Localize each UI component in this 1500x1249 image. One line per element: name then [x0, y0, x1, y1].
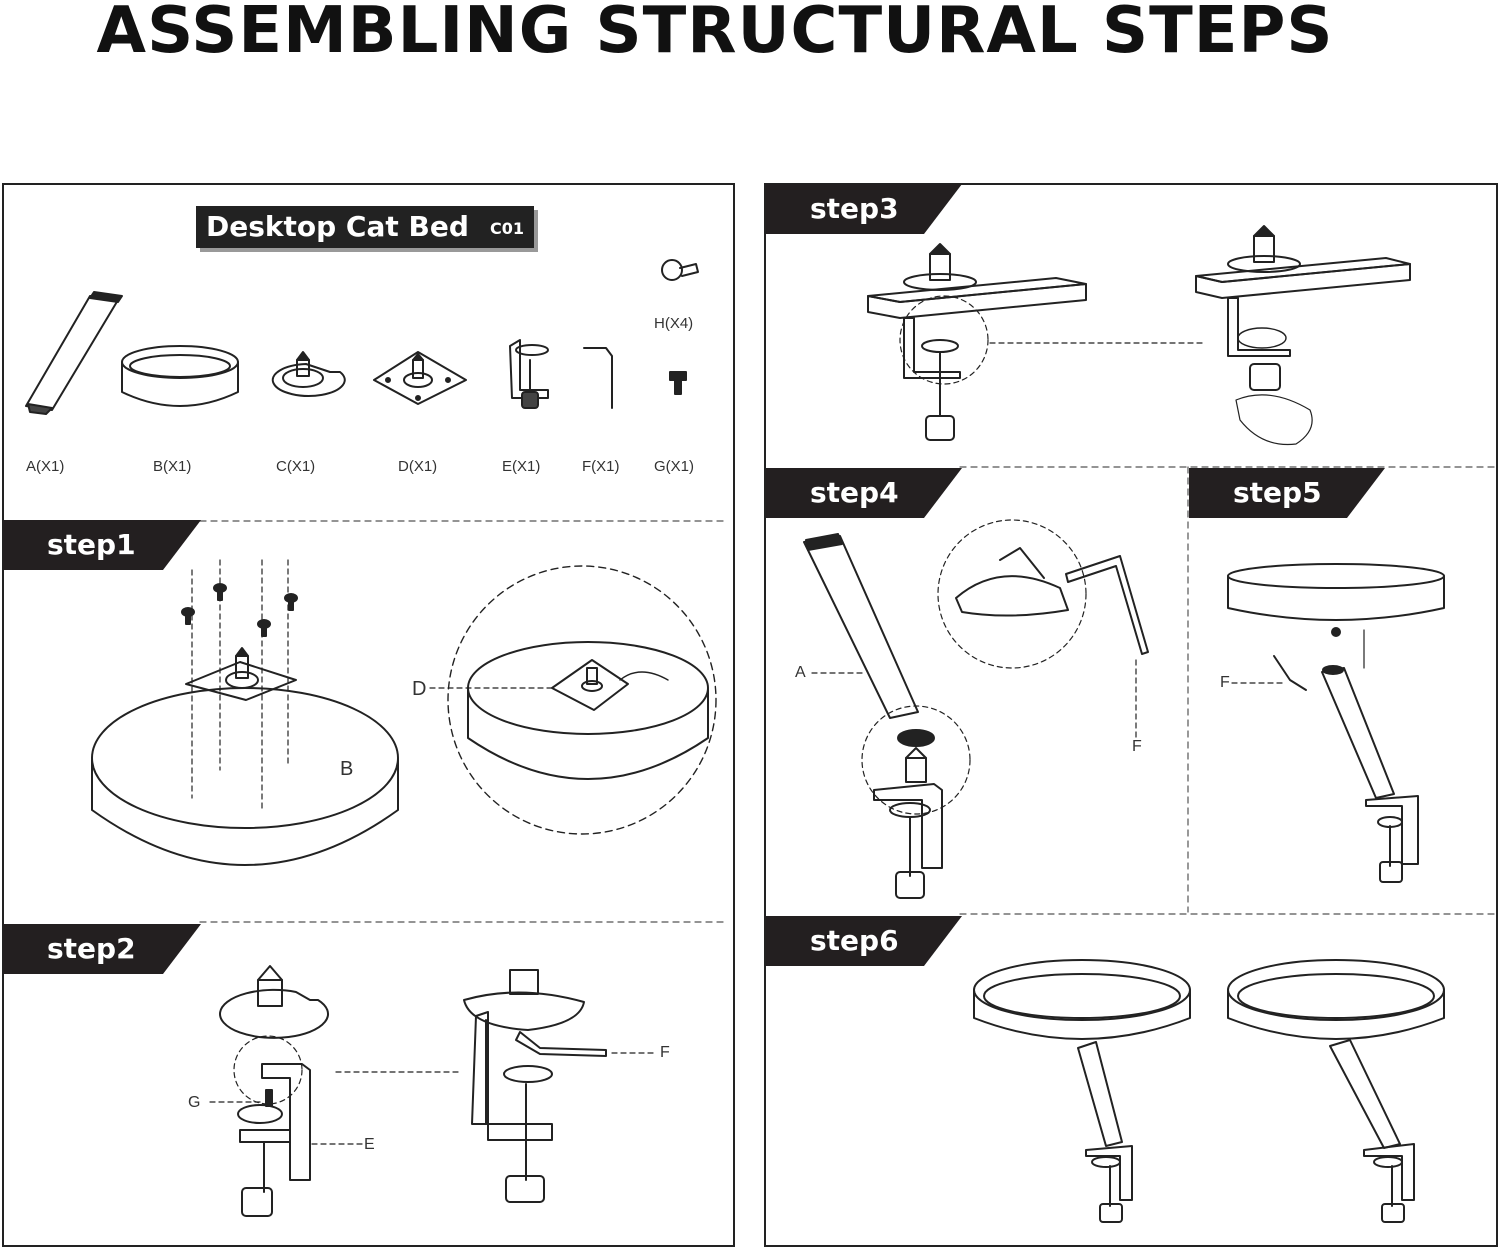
step3-label: step3 — [810, 192, 899, 225]
step5-label: step5 — [1233, 476, 1322, 509]
part-label-h: H(X4) — [654, 315, 694, 332]
step4-callout-a: A — [795, 664, 806, 681]
part-label-g: G(X1) — [654, 458, 695, 475]
step3-drawing — [867, 225, 1411, 446]
step6-label: step6 — [810, 924, 899, 957]
part-f-hex-key-drawing — [583, 347, 613, 409]
part-h-screw-drawing — [661, 259, 699, 281]
step1-drawing — [91, 559, 717, 866]
part-e-clamp-drawing — [509, 339, 549, 409]
page-title: ASSEMBLING STRUCTURAL STEPS — [96, 0, 1334, 68]
step1-callout-b: B — [340, 758, 354, 780]
step2-callout-e: E — [364, 1136, 375, 1153]
part-label-f: F(X1) — [582, 458, 620, 475]
step2-drawing — [209, 965, 657, 1217]
part-label-b: B(X1) — [153, 458, 192, 475]
step1-label: step1 — [47, 528, 136, 561]
step2-label: step2 — [47, 932, 136, 965]
product-title-box: Desktop Cat Bed C01 — [196, 206, 534, 248]
right-dividers — [959, 466, 1495, 915]
step5-tab: step5 — [1189, 468, 1389, 518]
left-panel — [2, 183, 735, 1247]
step4-callout-f: F — [1132, 738, 1142, 755]
step6-tab: step6 — [766, 916, 966, 966]
step2-tab: step2 — [3, 924, 203, 974]
left-dividers — [199, 520, 729, 923]
part-a-tube-drawing — [25, 291, 123, 415]
part-c-plate-drawing — [271, 351, 346, 397]
product-code: C01 — [490, 219, 525, 238]
part-label-a: A(X1) — [26, 458, 65, 475]
right-panel — [764, 183, 1498, 1247]
step6-drawing — [973, 959, 1445, 1223]
step4-drawing — [803, 519, 1149, 899]
step4-label: step4 — [810, 476, 899, 509]
step4-tab: step4 — [766, 468, 966, 518]
part-label-c: C(X1) — [276, 458, 316, 475]
product-name: Desktop Cat Bed — [206, 210, 469, 243]
step2-callout-f: F — [660, 1044, 670, 1061]
step1-tab: step1 — [3, 520, 203, 570]
part-b-bed-drawing — [121, 345, 239, 407]
part-label-e: E(X1) — [502, 458, 541, 475]
part-label-d: D(X1) — [398, 458, 438, 475]
step3-tab: step3 — [766, 184, 966, 234]
step5-drawing — [1227, 563, 1445, 883]
part-d-mount-plate-drawing — [373, 351, 467, 405]
step1-callout-d: D — [412, 678, 427, 700]
part-g-screw-drawing — [669, 371, 687, 395]
step2-callout-g: G — [188, 1094, 201, 1111]
step5-callout-f: F — [1220, 674, 1230, 691]
